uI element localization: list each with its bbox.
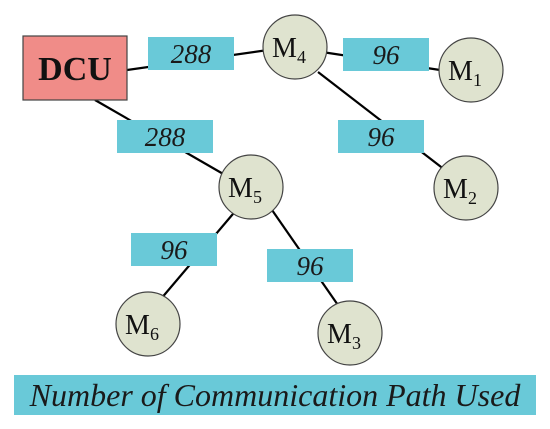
meter-label: M2 [443,174,477,208]
edge-label-dcu-m4: 288 [148,37,234,70]
edge-value-text: 96 [368,122,396,152]
dcu-label: DCU [38,51,112,88]
edge-label-m4-m1: 96 [343,38,429,71]
meter-node-m6: M6 [115,291,181,357]
meter-label: M5 [228,173,262,207]
edge-value-text: 96 [373,40,401,70]
edge-label-m5-m3: 96 [267,249,353,282]
meter-node-m1: M1 [438,37,504,103]
edge-value-text: 288 [171,39,212,69]
meter-node-m4: M4 [262,14,328,80]
edge-label-m5-m6: 96 [131,233,217,266]
edge-value-text: 96 [161,235,189,265]
meter-label: M1 [448,56,482,90]
edge-label-dcu-m5: 288 [117,120,213,153]
meter-node-m2: M2 [433,155,499,221]
meter-node-m3: M3 [317,300,383,366]
dcu-node: DCU [22,35,128,101]
caption-banner: Number of Communication Path Used [14,375,536,415]
meter-label: M4 [272,33,306,67]
edge-value-text: 96 [297,251,325,281]
meter-label: M6 [125,310,159,344]
meter-node-m5: M5 [218,154,284,220]
meter-label: M3 [327,319,361,353]
edge-label-m4-m2: 96 [338,120,424,153]
edge-value-text: 288 [145,122,186,152]
